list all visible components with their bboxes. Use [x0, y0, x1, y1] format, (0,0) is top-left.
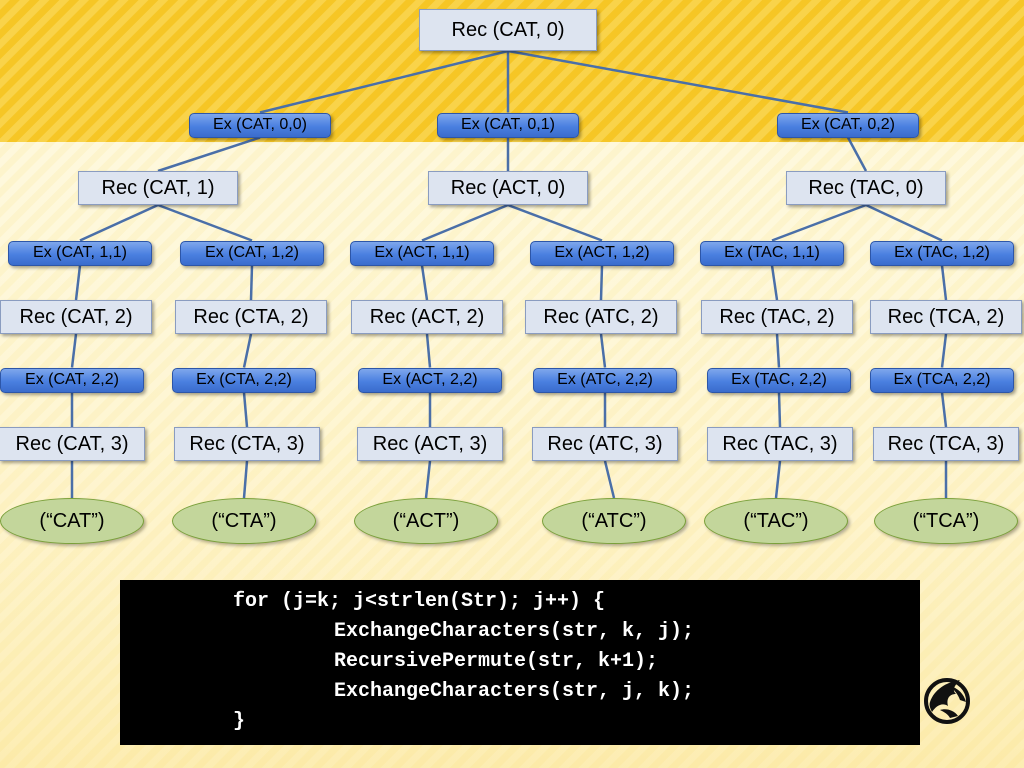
edge-rec-ex-l2-3: [507, 203, 603, 242]
ex-node-l3-0: Ex (CAT, 2,2): [0, 367, 144, 393]
edge-rec-ex-l2-0: [79, 203, 159, 242]
edge-rec-leaf-4: [774, 460, 782, 499]
code-line-for: for (j=k; j<strlen(Str); j++) {: [233, 590, 606, 613]
edge-rec-ex-l3-0: [70, 333, 78, 368]
rec-node-l3-4: Rec (TAC, 3): [707, 427, 853, 461]
ex-node-l1-1: Ex (CAT, 0,1): [437, 112, 579, 138]
rec-node-l2-0: Rec (CAT, 2): [0, 300, 152, 334]
edge-ex-rec-l3-1: [242, 392, 249, 428]
edge-root-ex-0: [259, 49, 509, 114]
rec-node-l1-2: Rec (TAC, 0): [786, 171, 946, 205]
leaf-node-3: (“ATC”): [542, 498, 686, 544]
edge-ex-rec-l2-5: [940, 265, 948, 301]
leaf-node-1: (“CTA”): [172, 498, 316, 544]
ex-node-l2-1: Ex (CAT, 1,2): [180, 240, 324, 266]
rec-node-l1-0: Rec (CAT, 1): [78, 171, 238, 205]
edge-rec-leaf-3: [603, 460, 616, 499]
edge-rec-ex-l2-4: [771, 203, 867, 242]
leaf-node-4: (“TAC”): [704, 498, 848, 544]
edge-rec-ex-l3-1: [242, 333, 253, 368]
rec-node-l3-0: Rec (CAT, 3): [0, 427, 145, 461]
root-rec-node: Rec (CAT, 0): [419, 9, 597, 51]
edge-ex-rec-l3-5: [940, 392, 948, 428]
code-line-recursive: RecursivePermute(str, k+1);: [334, 650, 659, 673]
ex-node-l3-1: Ex (CTA, 2,2): [172, 367, 316, 393]
leaf-node-2: (“ACT”): [354, 498, 498, 544]
rec-node-l2-3: Rec (ATC, 2): [525, 300, 677, 334]
edge-rec-ex-l3-3: [599, 333, 607, 368]
rec-node-l1-1: Rec (ACT, 0): [428, 171, 588, 205]
edge-rec-ex-l2-2: [421, 203, 509, 242]
rec-node-l3-5: Rec (TCA, 3): [873, 427, 1019, 461]
ex-node-l2-0: Ex (CAT, 1,1): [8, 240, 152, 266]
pegasus-logo-icon: [924, 678, 970, 724]
rec-node-l3-3: Rec (ATC, 3): [532, 427, 678, 461]
code-line-exchange-2: ExchangeCharacters(str, j, k);: [334, 680, 695, 703]
edge-rec-ex-l2-5: [865, 203, 943, 242]
ex-node-l3-5: Ex (TCA, 2,2): [870, 367, 1014, 393]
rec-node-l2-5: Rec (TCA, 2): [870, 300, 1022, 334]
edge-ex-rec-l1-2: [846, 136, 868, 172]
ex-node-l2-5: Ex (TAC, 1,2): [870, 240, 1014, 266]
leaf-node-0: (“CAT”): [0, 498, 144, 544]
edge-ex-rec-l1-0: [157, 136, 261, 173]
edge-ex-rec-l2-2: [420, 265, 429, 301]
edge-rec-ex-l2-1: [157, 203, 253, 242]
edge-ex-rec-l2-0: [74, 265, 82, 301]
edge-ex-rec-l2-1: [249, 265, 254, 301]
edge-rec-ex-l3-2: [425, 333, 432, 368]
leaf-node-5: (“TCA”): [874, 498, 1018, 544]
ex-node-l3-4: Ex (TAC, 2,2): [707, 367, 851, 393]
ex-node-l3-2: Ex (ACT, 2,2): [358, 367, 502, 393]
code-line-close-brace: }: [233, 710, 246, 733]
ex-node-l1-2: Ex (CAT, 0,2): [777, 112, 919, 138]
rec-node-l2-1: Rec (CTA, 2): [175, 300, 327, 334]
code-line-exchange-1: ExchangeCharacters(str, k, j);: [334, 620, 695, 643]
edge-rec-ex-l3-4: [775, 333, 781, 368]
ex-node-l2-4: Ex (TAC, 1,1): [700, 240, 844, 266]
rec-node-l3-2: Rec (ACT, 3): [357, 427, 503, 461]
ex-node-l2-3: Ex (ACT, 1,2): [530, 240, 674, 266]
ex-node-l3-3: Ex (ATC, 2,2): [533, 367, 677, 393]
rec-node-l3-1: Rec (CTA, 3): [174, 427, 320, 461]
edge-root-ex-2: [507, 49, 849, 114]
edge-rec-ex-l3-5: [940, 333, 948, 368]
edge-ex-rec-l3-4: [777, 392, 782, 428]
edge-ex-rec-l2-4: [770, 265, 779, 301]
ex-node-l2-2: Ex (ACT, 1,1): [350, 240, 494, 266]
edge-rec-leaf-1: [242, 460, 249, 499]
edge-ex-rec-l2-3: [599, 265, 604, 301]
edge-rec-leaf-2: [424, 460, 432, 499]
ex-node-l1-0: Ex (CAT, 0,0): [189, 112, 331, 138]
code-block: for (j=k; j<strlen(Str); j++) { Exchange…: [120, 580, 920, 745]
rec-node-l2-4: Rec (TAC, 2): [701, 300, 853, 334]
rec-node-l2-2: Rec (ACT, 2): [351, 300, 503, 334]
